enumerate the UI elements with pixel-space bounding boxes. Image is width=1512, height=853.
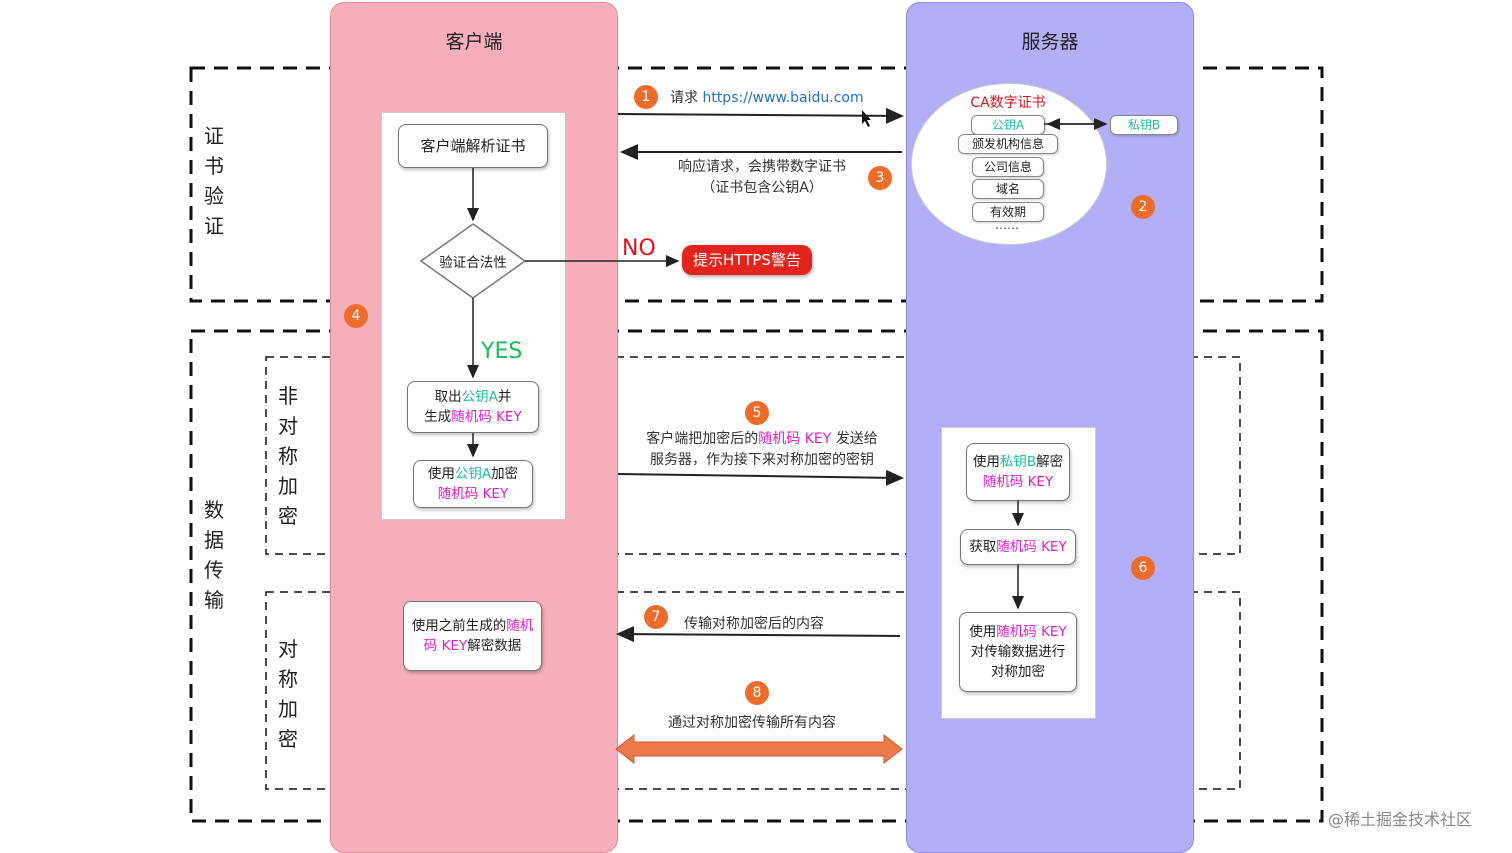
step-badge-1: 1: [634, 85, 658, 109]
parse-cert-box: 客户端解析证书: [398, 124, 548, 168]
https-warning-box: 提示HTTPS警告: [682, 245, 812, 275]
arrow-step7-transfer: [616, 626, 901, 643]
no-label: NO: [622, 236, 656, 261]
step3-label: 响应请求，会携带数字证书 （证书包含公钥A）: [678, 159, 846, 196]
step1-label: 请求 https://www.baidu.com: [670, 90, 864, 106]
step5-label: 客户端把加密后的随机码 KEY 发送给 服务器，作为接下来对称加密的密钥: [646, 431, 878, 468]
asymmetric-label: 非对称加密: [278, 384, 298, 528]
symmetric-frame: [265, 591, 1241, 790]
step-badge-7: 7: [644, 605, 668, 629]
step-badge-6: 6: [1131, 556, 1155, 580]
cert-item-company: 公司信息: [972, 157, 1044, 177]
asymmetric-frame: [265, 356, 1241, 555]
arrow-step1-request: [617, 107, 904, 124]
encrypt-key-box: 使用公钥A加密 随机码 KEY: [413, 460, 533, 508]
cert-verify-label: 证书验证: [204, 124, 224, 238]
step7-label: 传输对称加密后的内容: [684, 616, 824, 632]
arrow-step8-bidirectional: [615, 733, 903, 765]
cert-item-validity: 有效期: [972, 202, 1044, 222]
watermark: @稀土掘金技术社区: [1328, 810, 1473, 829]
data-transfer-frame: [189, 329, 1324, 823]
yes-label: YES: [481, 339, 523, 364]
step8-label: 通过对称加密传输所有内容: [668, 715, 836, 731]
symmetric-label: 对称加密: [278, 637, 298, 751]
data-transfer-label: 数据传输: [204, 498, 224, 612]
cursor-icon: [862, 110, 871, 127]
step-badge-3: 3: [868, 166, 892, 190]
server-obtain-box: 获取随机码 KEY: [960, 529, 1076, 565]
client-decrypt-box: 使用之前生成的随机码 KEY解密数据: [403, 601, 542, 671]
verify-label: 验证合法性: [439, 255, 507, 271]
take-key-box: 取出公钥A并 生成随机码 KEY: [407, 381, 539, 433]
cert-item-more: ……: [995, 218, 1019, 232]
server-title: 服务器: [1021, 31, 1079, 53]
step-badge-2: 2: [1131, 195, 1155, 219]
client-title: 客户端: [445, 31, 503, 53]
step-badge-4: 4: [344, 304, 368, 328]
arrow-step5-send-key: [617, 469, 904, 486]
private-key-b: 私钥B: [1110, 115, 1178, 135]
cert-item-issuer: 颁发机构信息: [958, 134, 1058, 154]
cert-item-public-key: 公钥A: [971, 115, 1045, 135]
cert-item-domain: 域名: [972, 179, 1044, 199]
server-decrypt-box: 使用私钥B解密 随机码 KEY: [966, 443, 1070, 501]
cert-title: CA数字证书: [970, 95, 1046, 111]
step-badge-5: 5: [745, 401, 769, 425]
cert-verify-frame: [189, 66, 1324, 303]
server-sym-encrypt-box: 使用随机码 KEY 对传输数据进行 对称加密: [959, 612, 1077, 692]
step-badge-8: 8: [745, 681, 769, 705]
